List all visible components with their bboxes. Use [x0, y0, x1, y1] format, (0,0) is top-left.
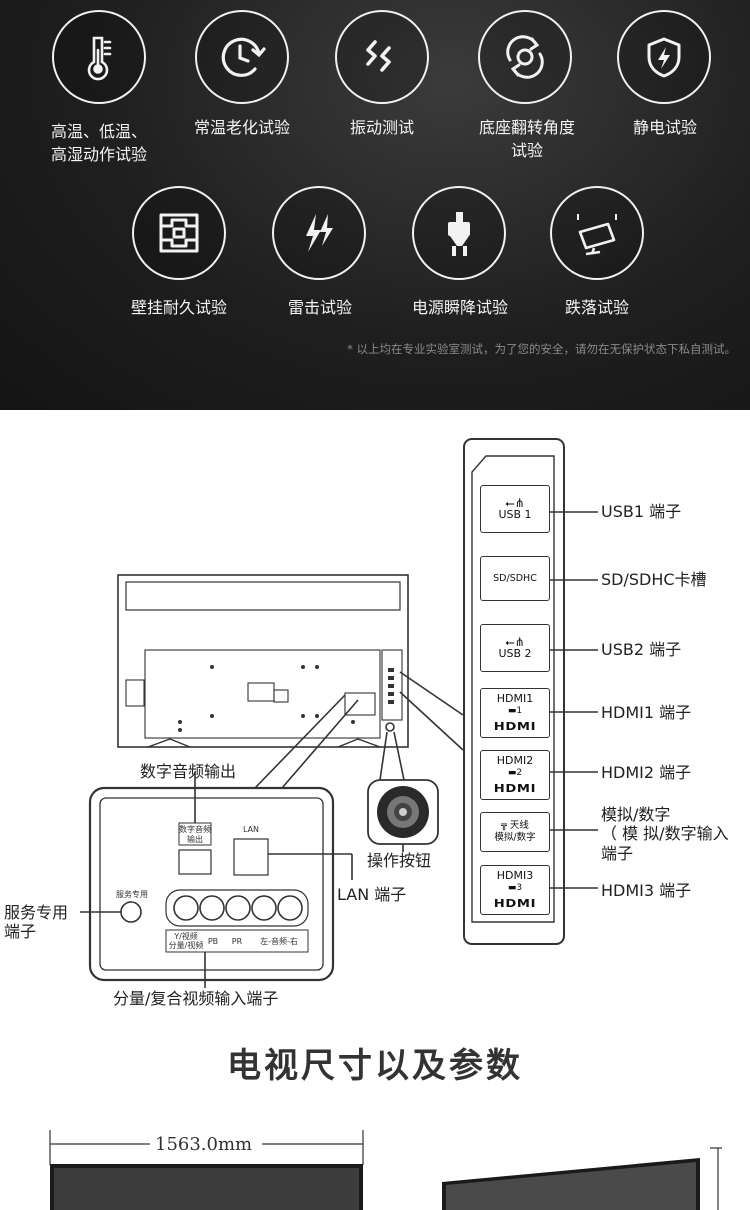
hdmi-connector-icon: ▬1: [507, 706, 523, 716]
label-sd: SD/SDHC卡槽: [601, 570, 707, 589]
label-hdmi2: HDMI2 端子: [601, 763, 692, 782]
av-small-pb: PB: [207, 937, 219, 946]
label-lan: LAN 端子: [337, 885, 407, 904]
slot-hdmi1: HDMI1 ▬1 HDMI: [480, 688, 550, 738]
av-small-left-2: 分量/视频: [168, 941, 204, 950]
clock-cycle-icon: [195, 10, 289, 104]
label-hdmi1: HDMI1 端子: [601, 703, 692, 722]
size-section-title: 电视尺寸以及参数: [227, 1046, 523, 1086]
hdmi2-badge: 2: [516, 768, 523, 778]
falling-tv-icon: [550, 186, 644, 280]
label-hdmi3: HDMI3 端子: [601, 881, 692, 900]
slot-hdmi2-text: HDMI2: [496, 754, 534, 767]
av-small-pr: PR: [231, 937, 243, 946]
test-disclaimer: * 以上均在专业实验室测试，为了您的安全，请勿在无保护状态下私自测试。: [347, 342, 736, 356]
label-usb2: USB2 端子: [601, 640, 682, 659]
slot-hdmi1-text: HDMI1: [496, 692, 534, 705]
antenna-mode-text: 模拟/数字: [494, 832, 536, 843]
slot-hdmi3: HDMI3 ▬3 HDMI: [480, 865, 550, 915]
hdmi1-badge: 1: [516, 706, 523, 716]
av-small-right: 左-音频-右: [260, 937, 298, 946]
power-plug-icon: [412, 186, 506, 280]
slot-antenna: ╦ 天线 模拟/数字: [480, 812, 550, 852]
width-dimension: 1563.0mm: [155, 1134, 253, 1155]
label-service-1: 服务专用: [4, 903, 69, 922]
slot-usb1-text: USB 1: [498, 508, 532, 521]
test-label-high-low-temp: 高温、低温、 高湿动作试验: [50, 122, 147, 164]
rotate-icon: [478, 10, 572, 104]
label-usb1: USB1 端子: [601, 502, 682, 521]
digital-audio-small-2: 输出: [187, 835, 203, 844]
hdmi3-badge: 3: [516, 883, 523, 893]
slot-usb2: ⭠⋔ USB 2: [480, 624, 550, 672]
slot-hdmi3-text: HDMI3: [496, 869, 534, 882]
av-small-left-1: Y/视频: [174, 932, 198, 941]
ports-diagram: ⭠⋔ USB 1 SD/SDHC ⭠⋔ USB 2 HDMI1 ▬1 HDMI …: [0, 410, 750, 1030]
test-label-lightning: 雷击试验: [287, 298, 352, 317]
antenna-text: 天线: [509, 820, 529, 831]
label-service-2: 端子: [4, 922, 37, 941]
lightning-icon: [272, 186, 366, 280]
test-label-power-dip: 电源瞬降试验: [411, 298, 508, 317]
label-antenna-1: 模拟/数字: [601, 805, 671, 824]
slot-hdmi2: HDMI2 ▬2 HDMI: [480, 750, 550, 800]
test-label-drop: 跌落试验: [564, 298, 629, 317]
label-control-button: 操作按钮: [367, 851, 432, 870]
shield-lightning-icon: [617, 10, 711, 104]
service-small: 服务专用: [116, 890, 148, 899]
label-digital-audio: 数字音频输出: [140, 762, 237, 781]
thermometer-icon: [52, 10, 146, 104]
antenna-slot-top: ╦ 天线: [501, 820, 529, 832]
size-drawing: [49, 1130, 722, 1210]
hdmi-logo: HDMI: [493, 721, 537, 733]
label-antenna-2: （ 模 拟/数字输入: [601, 824, 729, 843]
vibration-icon: [335, 10, 429, 104]
usb-icon: ⭠⋔: [505, 496, 525, 510]
slot-usb2-text: USB 2: [498, 647, 532, 660]
lan-small: LAN: [242, 825, 260, 834]
test-section: 高温、低温、 高湿动作试验 常温老化试验 振动测试 底座翻转角度 试验 静电试验: [0, 0, 750, 410]
test-label-wall-mount: 壁挂耐久试验: [130, 298, 227, 317]
hdmi-logo: HDMI: [493, 783, 537, 795]
slot-sd: SD/SDHC: [480, 556, 550, 601]
test-label-vibration: 振动测试: [349, 118, 414, 137]
wall-mount-icon: [132, 186, 226, 280]
antenna-icon: ╦: [501, 820, 510, 831]
hdmi-logo: HDMI: [493, 898, 537, 910]
test-label-base-rotation: 底座翻转角度 试验: [478, 118, 575, 160]
hdmi-connector-icon: ▬3: [507, 883, 523, 893]
slot-sd-text: SD/SDHC: [493, 572, 537, 584]
label-antenna-3: 端子: [601, 844, 634, 863]
test-label-aging: 常温老化试验: [193, 118, 290, 137]
test-label-static: 静电试验: [632, 118, 697, 137]
usb-icon: ⭠⋔: [505, 635, 525, 649]
label-component: 分量/复合视频输入端子: [113, 989, 279, 1008]
slot-usb1: ⭠⋔ USB 1: [480, 485, 550, 533]
hdmi-connector-icon: ▬2: [507, 768, 523, 778]
digital-audio-small-1: 数字音频: [179, 825, 211, 834]
